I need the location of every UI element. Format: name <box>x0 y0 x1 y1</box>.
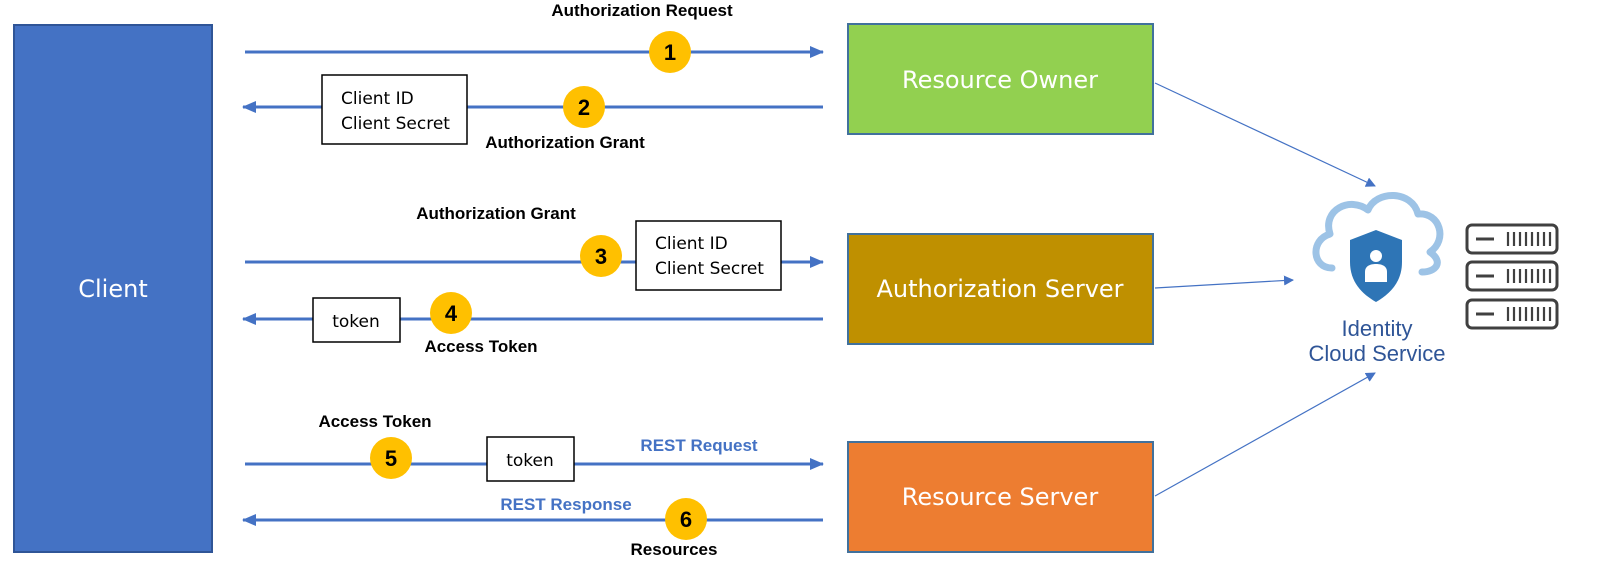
step-2-label: Authorization Grant <box>485 133 645 152</box>
authserver-to-ics-connector <box>1154 275 1294 289</box>
step-5-badge: 5 <box>370 437 412 479</box>
step-1-number: 1 <box>664 40 676 65</box>
step-5-number: 5 <box>385 446 397 471</box>
resource-owner-node: Resource Owner <box>847 23 1154 135</box>
step-3-number: 3 <box>595 244 607 269</box>
step-5-note: token <box>486 436 575 482</box>
authorization-server-node: Authorization Server <box>847 233 1154 345</box>
step-4-note: token <box>312 297 401 343</box>
server-rack-icon <box>1465 223 1559 330</box>
resserver-to-ics-connector <box>1154 372 1376 497</box>
step-3-label: Authorization Grant <box>416 204 576 223</box>
step-5-label: Access Token <box>318 412 431 431</box>
step-2-note: Client ID Client Secret <box>321 74 468 145</box>
step-2-number: 2 <box>578 95 590 120</box>
cloud-shield-icon <box>1312 192 1444 302</box>
step-4-note-text: token <box>332 312 380 332</box>
step-3-note: Client ID Client Secret <box>635 220 782 291</box>
step-3-badge: 3 <box>580 235 622 277</box>
step-3-note-line-2: Client Secret <box>655 259 764 279</box>
step-4-label: Access Token <box>424 337 537 356</box>
step-2-note-line-1: Client ID <box>341 89 414 109</box>
authorization-server-label: Authorization Server <box>876 275 1123 303</box>
step-5-rest-request-label: REST Request <box>640 436 757 455</box>
resource-server-label: Resource Server <box>902 483 1099 511</box>
step-2-badge: 2 <box>563 86 605 128</box>
client-label: Client <box>78 275 147 303</box>
step-6-number: 6 <box>680 507 692 532</box>
step-2-note-line-2: Client Secret <box>341 114 450 134</box>
client-node: Client <box>13 24 213 553</box>
step-3-note-line-1: Client ID <box>655 234 728 254</box>
step-6-rest-response-label: REST Response <box>500 495 631 514</box>
step-1-badge: 1 <box>649 31 691 73</box>
owner-to-ics-connector <box>1154 82 1376 187</box>
resource-owner-label: Resource Owner <box>902 66 1098 94</box>
step-4-badge: 4 <box>430 292 472 334</box>
step-5-note-text: token <box>506 451 554 471</box>
resource-server-node: Resource Server <box>847 441 1154 553</box>
step-1-label: Authorization Request <box>551 1 733 20</box>
ics-label-line-2: Cloud Service <box>1309 341 1446 366</box>
step-6-badge: 6 <box>665 498 707 540</box>
ics-label-line-1: Identity <box>1342 316 1413 341</box>
step-4-number: 4 <box>445 301 458 326</box>
step-6-label: Resources <box>631 540 718 559</box>
